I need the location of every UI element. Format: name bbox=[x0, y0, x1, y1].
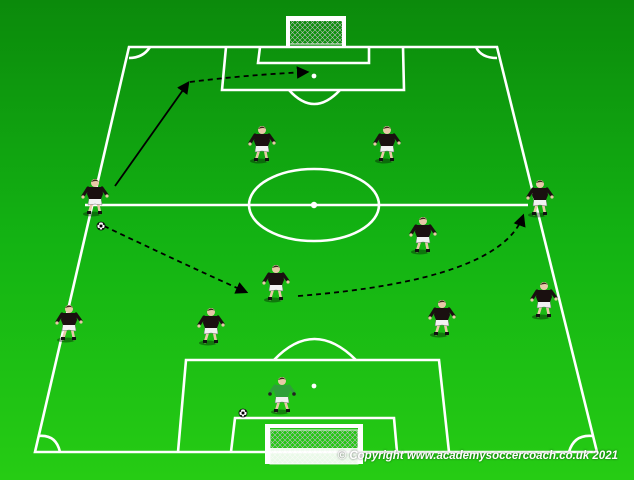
corner-arc-bottom-right bbox=[567, 434, 594, 453]
bottom-goal bbox=[265, 424, 363, 465]
bottom-goal-area bbox=[229, 416, 399, 453]
pass-arrow-top bbox=[189, 66, 310, 83]
copyright-text: © Copyright www.academysoccercoach.co.uk… bbox=[337, 450, 618, 462]
bottom-penalty-box bbox=[176, 358, 451, 453]
top-penalty-box bbox=[220, 46, 406, 92]
bottom-penalty-arc bbox=[273, 337, 357, 361]
pass-arrow-switch bbox=[297, 213, 526, 297]
run-arrow-solid bbox=[114, 80, 190, 187]
movement-arrows bbox=[103, 66, 526, 297]
top-goal bbox=[286, 16, 346, 46]
top-goal-area bbox=[256, 46, 371, 65]
center-spot bbox=[310, 201, 318, 209]
corner-arc-bottom-left bbox=[37, 434, 62, 453]
top-penalty-spot bbox=[311, 73, 317, 79]
bottom-penalty-spot bbox=[311, 383, 317, 389]
soccer-ball-icon bbox=[96, 221, 106, 231]
top-penalty-arc bbox=[288, 89, 341, 106]
center-circle bbox=[247, 167, 381, 243]
soccer-ball-icon bbox=[238, 408, 248, 418]
corner-arc-top-left bbox=[128, 46, 152, 60]
pass-arrow-diagonal bbox=[103, 225, 249, 294]
corner-arc-top-right bbox=[474, 46, 498, 60]
